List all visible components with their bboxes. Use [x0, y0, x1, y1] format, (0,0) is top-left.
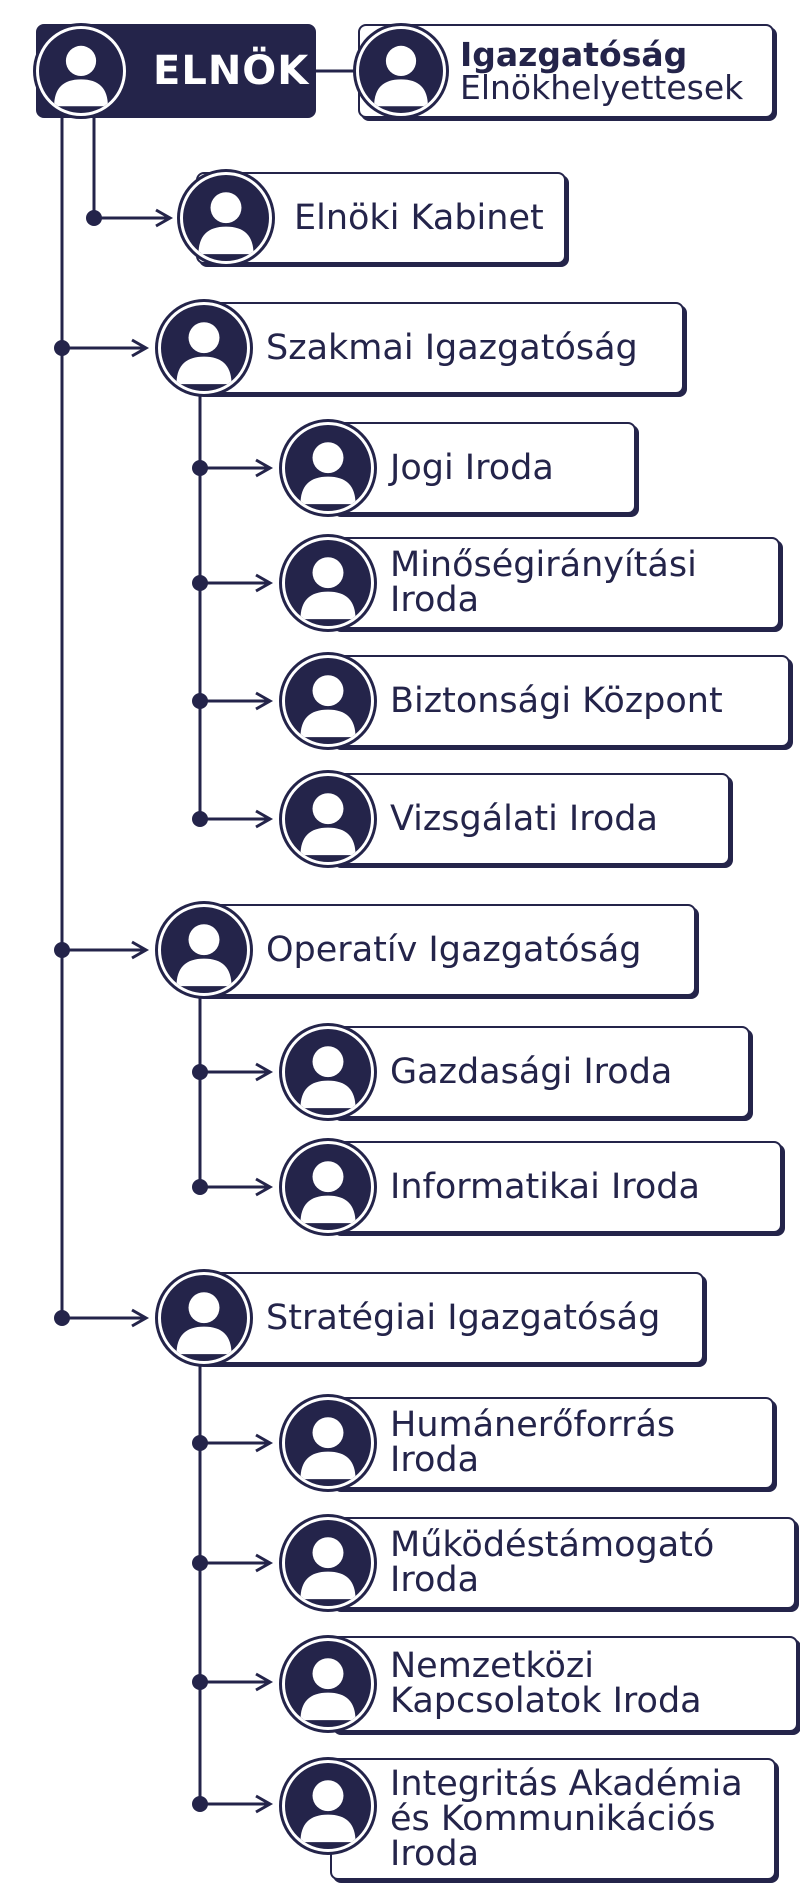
deputy-subtitle: Elnökhelyettesek [460, 68, 744, 107]
office-1-3-label: Biztonsági Központ [390, 680, 723, 721]
person-avatar-icon [282, 1517, 374, 1609]
directorate-1-box: Szakmai Igazgatóság [196, 302, 684, 394]
right-arrow-icon [255, 1062, 274, 1082]
person-avatar-icon [282, 1638, 374, 1730]
office-2-2-label: Informatikai Iroda [390, 1166, 700, 1207]
right-arrow-icon [131, 940, 150, 960]
right-arrow-icon [255, 1553, 274, 1573]
right-arrow-icon [255, 458, 274, 478]
office-1-1-label: Jogi Iroda [390, 447, 554, 488]
office-2-1-label: Gazdasági Iroda [390, 1051, 673, 1092]
office-1-4-box: Vizsgálati Iroda [330, 773, 730, 865]
directorate-2-box: Operatív Igazgatóság [196, 904, 696, 996]
office-3-3-label: Nemzetközi Kapcsolatok Iroda [390, 1646, 702, 1721]
deputy-title: Igazgatóság [460, 35, 688, 74]
right-arrow-icon [255, 691, 274, 711]
right-arrow-icon [255, 1794, 274, 1814]
person-avatar-icon [282, 1026, 374, 1118]
person-avatar-icon [180, 172, 272, 264]
office-1-4-label: Vizsgálati Iroda [390, 798, 658, 839]
root-label: ELNÖK [153, 48, 310, 94]
person-avatar-icon [282, 773, 374, 865]
person-avatar-icon [282, 422, 374, 514]
person-avatar-icon [282, 1397, 374, 1489]
person-avatar-icon [282, 1760, 374, 1852]
directorate-2-label: Operatív Igazgatóság [266, 929, 642, 970]
person-avatar-icon [282, 537, 374, 629]
right-arrow-icon [131, 1308, 150, 1328]
office-3-1-label: Humánerőforrás Iroda [390, 1405, 676, 1480]
right-arrow-icon [255, 573, 274, 593]
office-1-3-box: Biztonsági Központ [330, 655, 790, 747]
office-3-2-label: Működéstámogató Iroda [390, 1525, 715, 1600]
office-3-3-box: Nemzetközi Kapcsolatok Iroda [330, 1636, 798, 1732]
person-avatar-icon [158, 904, 250, 996]
directorate-3-label: Stratégiai Igazgatóság [266, 1297, 661, 1338]
office-3-4-label: Integritás Akadémia és Kommunikációs Iro… [390, 1763, 743, 1874]
person-avatar-icon [282, 1141, 374, 1233]
person-avatar-icon [36, 26, 126, 116]
person-avatar-icon [158, 302, 250, 394]
office-3-4-box: Integritás Akadémia és Kommunikációs Iro… [330, 1758, 776, 1880]
person-avatar-icon [356, 26, 446, 116]
right-arrow-icon [255, 1177, 274, 1197]
right-arrow-icon [131, 338, 150, 358]
right-arrow-icon [255, 809, 274, 829]
cabinet-label: Elnöki Kabinet [294, 197, 544, 238]
office-2-2-box: Informatikai Iroda [330, 1141, 782, 1233]
right-arrow-icon [155, 208, 174, 228]
right-arrow-icon [255, 1672, 274, 1692]
office-1-2-box: Minőségirányítási Iroda [330, 537, 780, 629]
office-1-2-label: Minőségirányítási Iroda [390, 545, 697, 620]
person-avatar-icon [158, 1272, 250, 1364]
office-3-1-box: Humánerőforrás Iroda [330, 1397, 774, 1489]
office-3-2-box: Működéstámogató Iroda [330, 1517, 796, 1609]
office-1-1-box: Jogi Iroda [330, 422, 636, 514]
directorate-3-box: Stratégiai Igazgatóság [196, 1272, 704, 1364]
directorate-1-label: Szakmai Igazgatóság [266, 327, 638, 368]
person-avatar-icon [282, 655, 374, 747]
office-2-1-box: Gazdasági Iroda [330, 1026, 750, 1118]
right-arrow-icon [255, 1433, 274, 1453]
